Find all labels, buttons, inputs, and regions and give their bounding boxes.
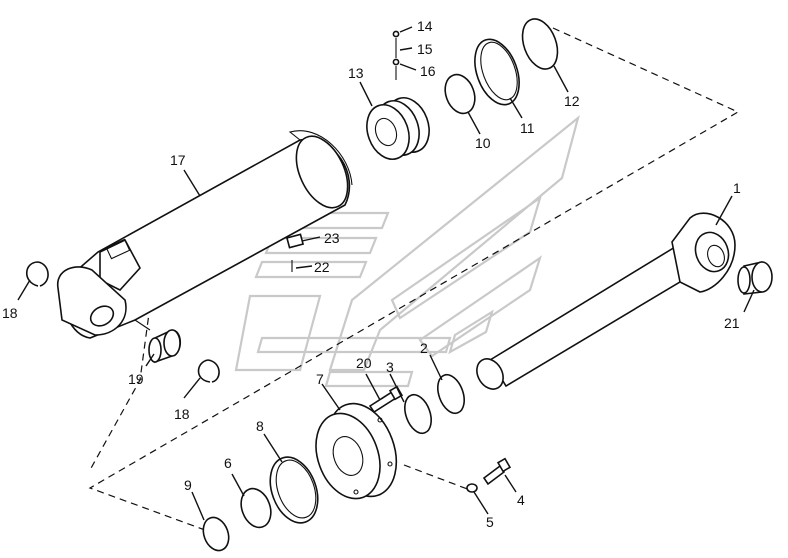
wiper-9 <box>202 516 230 552</box>
cylinder-head <box>315 402 398 500</box>
callout-18a: 18 <box>2 305 18 321</box>
callout-17: 17 <box>170 152 186 168</box>
callout-12: 12 <box>564 93 580 109</box>
seal-ring-11 <box>474 38 520 106</box>
plug-23 <box>285 233 305 249</box>
callout-2: 2 <box>420 340 428 356</box>
snap-ring-left <box>25 261 49 287</box>
bolt-4 <box>482 464 506 486</box>
callout-7: 7 <box>316 371 324 387</box>
callout-15: 15 <box>417 41 433 57</box>
callout-21: 21 <box>724 315 740 331</box>
callout-labels: 1 2 3 4 5 6 7 8 9 10 11 12 13 14 15 16 1… <box>2 18 741 530</box>
callout-23: 23 <box>324 230 340 246</box>
callout-5: 5 <box>486 514 494 530</box>
snap-ring-bottom <box>197 359 220 383</box>
assembly-outline-upper <box>89 305 151 471</box>
ring-3 <box>404 393 432 435</box>
backup-ring-8 <box>269 456 319 524</box>
seal-2 <box>437 373 465 415</box>
bushing-19 <box>148 329 182 364</box>
piston-rod <box>476 212 736 390</box>
washer-5 <box>466 483 478 493</box>
callout-19: 19 <box>128 371 144 387</box>
callout-3: 3 <box>386 359 394 375</box>
callout-13: 13 <box>348 65 364 81</box>
callout-20: 20 <box>356 355 372 371</box>
callout-9: 9 <box>184 477 192 493</box>
bushing-21 <box>737 261 773 295</box>
assembly-outline-lower <box>403 464 471 491</box>
callout-10: 10 <box>475 135 491 151</box>
assembly-outline-main <box>88 27 740 531</box>
ball-14 <box>392 30 400 38</box>
piston <box>366 97 430 160</box>
wear-ring-12 <box>521 18 559 70</box>
pin-16 <box>392 58 400 66</box>
o-ring-10 <box>444 73 476 115</box>
callout-6: 6 <box>224 455 232 471</box>
leader-lines <box>17 26 755 521</box>
callout-22: 22 <box>314 259 330 275</box>
callout-1: 1 <box>733 180 741 196</box>
callout-11: 11 <box>520 120 535 136</box>
callout-18b: 18 <box>174 406 190 422</box>
cylinder-barrel <box>57 130 353 339</box>
callout-4: 4 <box>517 492 525 508</box>
watermark-logo <box>234 115 580 388</box>
callout-16: 16 <box>420 63 436 79</box>
o-ring-6 <box>240 487 272 529</box>
callout-8: 8 <box>256 418 264 434</box>
callout-14: 14 <box>417 18 433 34</box>
